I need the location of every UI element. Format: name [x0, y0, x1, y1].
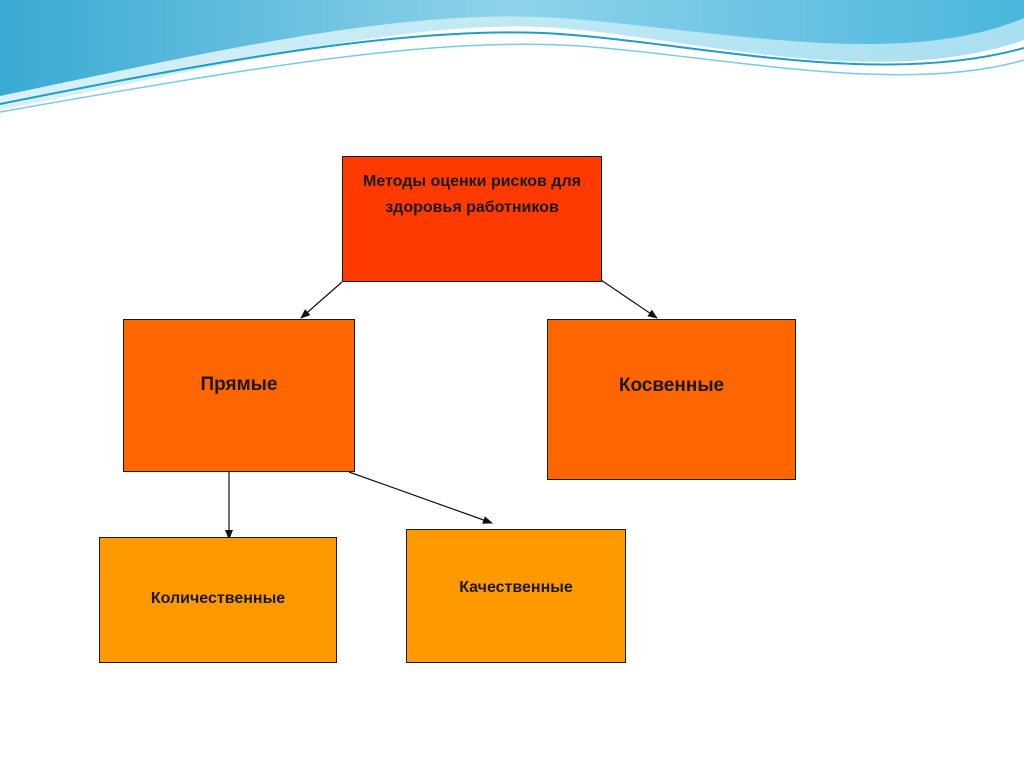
node-quantitative-methods: Количественные: [99, 537, 337, 663]
arrow-root-to-direct: [300, 281, 343, 319]
node-indirect-methods: Косвенные: [547, 319, 796, 480]
arrow-root-to-indirect: [600, 279, 658, 319]
node-qualitative-label: Качественные: [459, 579, 573, 596]
arrow-direct-to-qualitative: [348, 471, 493, 524]
node-qualitative-methods: Качественные: [406, 529, 626, 663]
node-indirect-label: Косвенные: [618, 375, 725, 396]
root-node-risk-assessment-methods: Методы оценки рисков для здоровья работн…: [342, 156, 602, 282]
node-direct-methods: Прямые: [123, 319, 355, 472]
node-direct-label: Прямые: [200, 374, 278, 395]
node-quantitative-label: Количественные: [150, 590, 286, 607]
decorative-wave-header: [0, 0, 1024, 113]
root-node-label: Методы оценки рисков для здоровья работн…: [363, 173, 581, 216]
